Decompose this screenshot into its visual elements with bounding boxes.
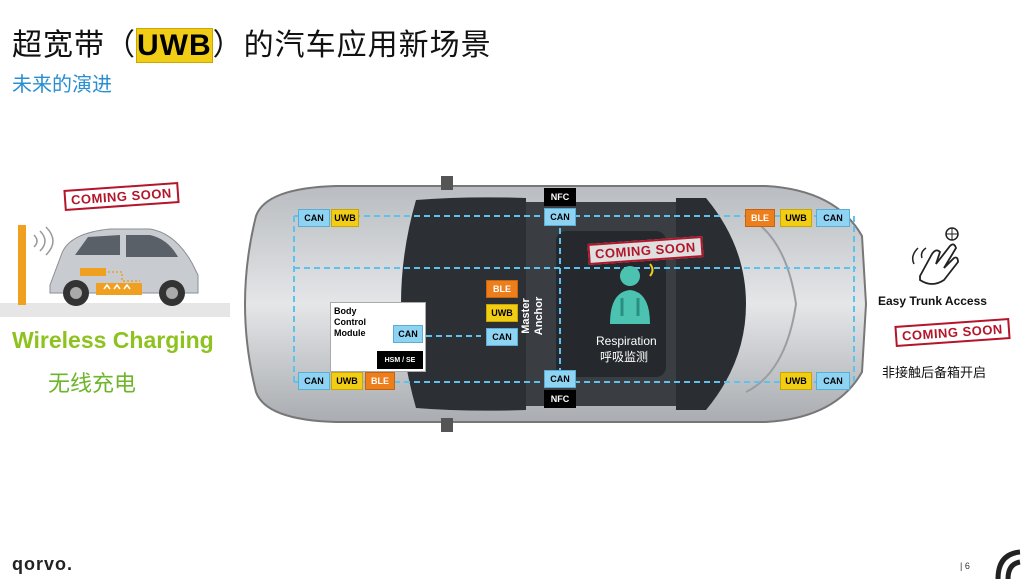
title-suffix: ）的汽车应用新场景 <box>212 28 492 63</box>
respiration-label-en: Respiration <box>596 334 657 348</box>
nfc-tag-bottom: NFC <box>544 390 576 408</box>
coming-soon-badge-charging: COMING SOON <box>63 182 180 211</box>
easy-trunk-access-label-cn: 非接触后备箱开启 <box>882 366 987 381</box>
can-tag-front-right: CAN <box>298 372 330 390</box>
respiration-label-cn: 呼吸监测 <box>600 350 649 364</box>
can-tag-master: CAN <box>486 328 518 346</box>
uwb-tag-front-left: UWB <box>331 209 359 227</box>
uwb-tag-rear-left: UWB <box>780 209 812 227</box>
can-tag-bottom-center: CAN <box>544 370 576 388</box>
body-control-module: Body Control Module CAN HSM / SE <box>330 302 426 372</box>
hsm-se-tag: HSM / SE <box>377 351 423 369</box>
easy-trunk-access-label-en: Easy Trunk Access <box>878 294 987 308</box>
can-tag-rear-right: CAN <box>816 372 850 390</box>
ble-tag-master: BLE <box>486 280 518 298</box>
can-tag-bcm: CAN <box>393 325 423 343</box>
uwb-tag-rear-right: UWB <box>780 372 812 390</box>
wireless-charging-illustration <box>0 225 230 317</box>
can-tag-top-center: CAN <box>544 208 576 226</box>
wireless-charging-label-cn: 无线充电 <box>48 372 137 397</box>
can-tag-front-left: CAN <box>298 209 330 227</box>
ble-tag-front-right: BLE <box>365 372 395 390</box>
page-subtitle: 未来的演进 <box>12 72 112 96</box>
master-anchor-label: Master Anchor <box>520 296 545 336</box>
title-prefix: 超宽带（ <box>12 28 136 63</box>
uwb-tag-master: UWB <box>486 304 518 322</box>
body-control-module-label: Body Control Module <box>334 306 366 338</box>
wireless-charging-label-en: Wireless Charging <box>12 327 214 353</box>
title-uwb: UWB <box>136 28 213 63</box>
uwb-tag-front-right: UWB <box>331 372 363 390</box>
nfc-tag-top: NFC <box>544 188 576 206</box>
hand-gesture-icon <box>911 227 959 285</box>
page-number: | 6 <box>960 561 970 571</box>
brand-mark-icon <box>995 549 1021 579</box>
qorvo-logo: qorvo. <box>12 554 74 574</box>
ble-tag-rear-left: BLE <box>745 209 775 227</box>
master-anchor: Master Anchor <box>520 286 554 346</box>
can-tag-rear-left: CAN <box>816 209 850 227</box>
page-title: 超宽带（UWB）的汽车应用新场景 <box>12 20 492 64</box>
coming-soon-badge-trunk: COMING SOON <box>894 318 1011 347</box>
